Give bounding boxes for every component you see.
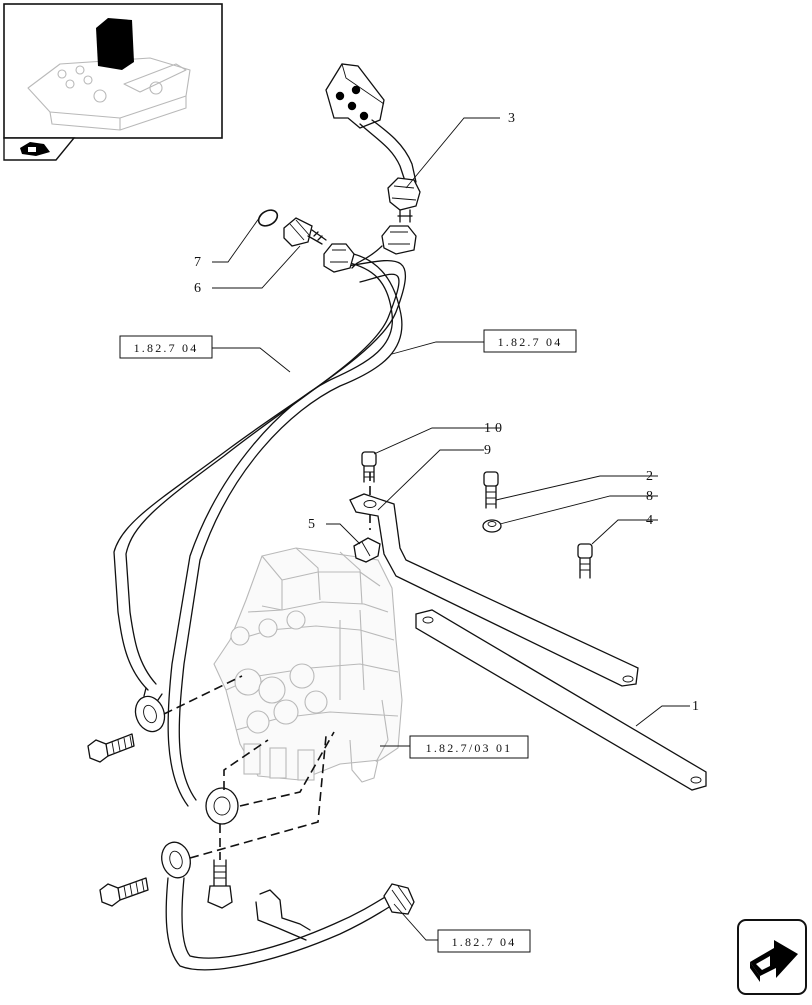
next-page-button[interactable] — [737, 919, 807, 995]
ref-box-upper-left[interactable]: 1.82.7 04 — [119, 335, 213, 359]
part-8-washer — [482, 519, 502, 533]
callout-1: 1 — [692, 699, 699, 714]
thumbnail-panel[interactable] — [3, 3, 223, 161]
banjo-bolt-bottom-center — [207, 859, 233, 909]
part-10-bolt — [361, 451, 377, 483]
part-3-bracket-pipe — [325, 63, 421, 223]
banjo-fitting-middle — [205, 787, 239, 825]
callout-7: 7 — [194, 255, 201, 270]
part-1-strap — [415, 609, 707, 791]
ref-box-bottom[interactable]: 1.82.7 04 — [437, 929, 531, 953]
part-5-clip — [353, 537, 381, 563]
pipe-nut-left — [323, 243, 355, 273]
callout-numbers: 3 7 6 10 9 2 8 4 5 1 — [194, 111, 699, 714]
banjo-fitting-left — [134, 687, 166, 733]
callout-10: 10 — [484, 421, 506, 436]
callout-2: 2 — [646, 469, 653, 484]
part-9-strap — [349, 493, 639, 687]
ref-upper-left-text: 1.82.7 04 — [134, 341, 199, 355]
part-2-bolt — [483, 471, 499, 509]
pressure-pipe-long — [113, 245, 407, 691]
return-pipe-bottom — [165, 877, 415, 971]
section-tab-icon — [20, 142, 50, 156]
tractor-hitch-thumbnail-icon — [27, 18, 191, 131]
callout-8: 8 — [646, 489, 653, 504]
ref-box-valve[interactable]: 1.82.7/03 01 — [409, 735, 529, 759]
callout-3: 3 — [508, 111, 515, 126]
part-6-adapter — [257, 209, 327, 247]
callout-4: 4 — [646, 513, 653, 528]
callout-5: 5 — [308, 517, 315, 532]
ref-box-upper-right[interactable]: 1.82.7 04 — [483, 329, 577, 353]
banjo-bolt-left — [87, 733, 135, 763]
callout-6: 6 — [194, 281, 201, 296]
callout-9: 9 — [484, 443, 491, 458]
banjo-fitting-bottom — [161, 841, 191, 879]
ref-valve-text: 1.82.7/03 01 — [426, 741, 513, 755]
ref-bottom-text: 1.82.7 04 — [452, 935, 517, 949]
part-4-bolt — [577, 543, 593, 579]
leader-lines — [212, 117, 690, 941]
pipe-nut-right — [381, 225, 417, 255]
next-page-arrow-icon — [750, 940, 798, 982]
control-valve-ghost — [213, 547, 403, 783]
section-tab[interactable] — [3, 137, 76, 161]
ref-upper-right-text: 1.82.7 04 — [498, 335, 563, 349]
banjo-bolt-bottom-left — [99, 877, 149, 907]
